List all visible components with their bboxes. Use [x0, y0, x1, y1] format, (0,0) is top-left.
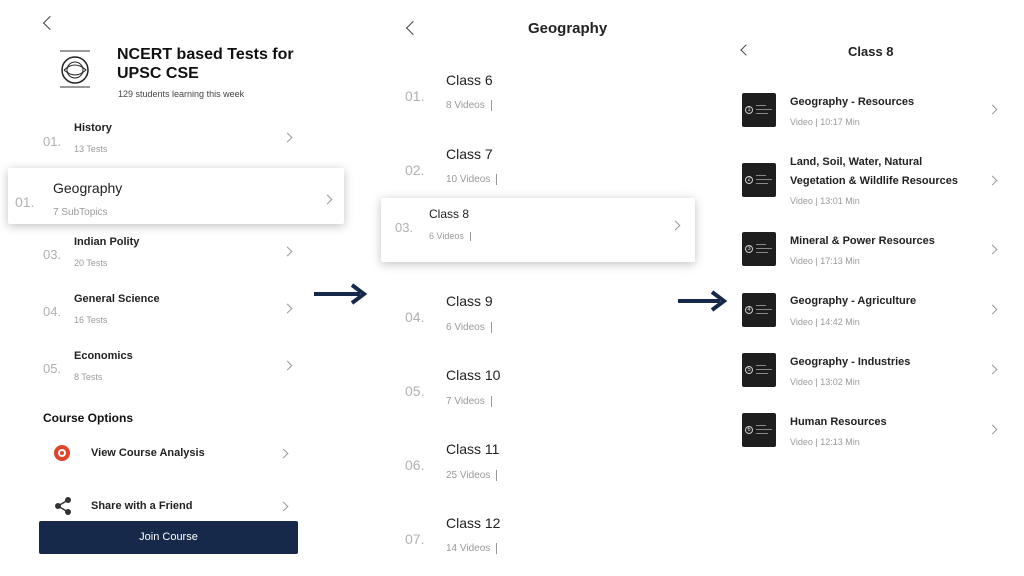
chevron-right-icon	[670, 220, 681, 231]
course-title: NCERT based Tests for UPSC CSE	[117, 45, 294, 83]
video-title: Human Resources	[790, 416, 887, 428]
subject-name: Indian Polity	[74, 236, 140, 248]
view-analysis-label: View Course Analysis	[91, 447, 205, 459]
back-arrow-icon[interactable]	[740, 44, 752, 56]
class-meta: 8 Videos	[446, 100, 485, 112]
video-thumbnail: 6	[742, 413, 776, 447]
video-thumbnail: 1	[742, 93, 776, 127]
class-name: Class 10	[446, 367, 501, 383]
chevron-right-icon	[322, 194, 333, 205]
page-title: Class 8	[848, 44, 894, 59]
flow-arrow-icon	[314, 283, 368, 305]
row-number: 05.	[405, 383, 425, 399]
chevron-right-icon	[987, 424, 998, 435]
video-title: Geography - Agriculture	[790, 295, 917, 307]
row-number: 07.	[405, 531, 425, 547]
course-logo	[60, 50, 90, 88]
row-number: 02.	[405, 162, 425, 178]
subject-meta: 7 SubTopics	[53, 207, 108, 218]
chevron-right-icon	[987, 244, 998, 255]
share-icon	[55, 497, 71, 515]
video-title: Land, Soil, Water, Natural	[790, 156, 923, 168]
row-number: 01.	[15, 194, 35, 210]
video-meta: Video | 10:17 Min	[790, 117, 860, 127]
video-title: Geography - Industries	[790, 356, 911, 368]
flow-arrow-icon	[678, 290, 728, 312]
video-index: 6	[745, 426, 753, 434]
share-label: Share with a Friend	[91, 500, 193, 512]
class-meta: 10 Videos	[446, 174, 491, 186]
class-name: Class 7	[446, 146, 493, 162]
class-meta: 7 Videos	[446, 396, 485, 408]
class-row-8[interactable]: 03. Class 8 6 Videos	[381, 198, 695, 262]
video-meta: Video | 13:02 Min	[790, 377, 860, 387]
video-index: 3	[745, 245, 753, 253]
row-number: 01.	[43, 134, 62, 149]
class-meta: 6 Videos	[446, 322, 485, 334]
class-name: Class 8	[429, 207, 470, 221]
chevron-right-icon	[987, 304, 998, 315]
chevron-right-icon	[987, 104, 998, 115]
join-course-button[interactable]: Join Course	[39, 521, 298, 554]
row-number: 01.	[405, 88, 425, 104]
back-arrow-icon[interactable]	[405, 20, 421, 36]
subject-meta: 8 Tests	[74, 372, 103, 382]
row-number: 06.	[405, 457, 425, 473]
course-title-line: UPSC CSE	[117, 65, 199, 82]
class-name: Class 9	[446, 293, 493, 309]
subject-meta: 16 Tests	[74, 315, 108, 325]
video-meta: Video | 13:01 Min	[790, 196, 860, 206]
analysis-icon	[54, 445, 70, 461]
video-thumbnail: 5	[742, 353, 776, 387]
class-meta: 6 Videos	[429, 231, 464, 241]
subject-meta: 13 Tests	[74, 144, 108, 154]
class-name: Class 11	[446, 441, 500, 457]
chevron-right-icon	[278, 448, 289, 459]
back-arrow-icon[interactable]	[42, 15, 58, 31]
chevron-right-icon	[282, 132, 293, 143]
class-name: Class 12	[446, 515, 501, 531]
subject-name: Geography	[53, 180, 123, 196]
row-number: 03.	[395, 220, 414, 235]
subject-meta: 20 Tests	[74, 258, 108, 268]
chevron-right-icon	[282, 303, 293, 314]
video-title: Geography - Resources	[790, 96, 915, 108]
video-index: 1	[745, 106, 753, 114]
row-number: 05.	[43, 361, 62, 376]
class-name: Class 6	[446, 72, 493, 88]
subject-name: General Science	[74, 293, 160, 305]
page-title: Geography	[528, 20, 608, 37]
row-number: 04.	[405, 309, 425, 325]
video-thumbnail: 2	[742, 163, 776, 197]
video-thumbnail: 3	[742, 232, 776, 266]
class-meta: 25 Videos	[446, 470, 491, 482]
video-meta: Video | 17:13 Min	[790, 256, 860, 266]
chevron-right-icon	[278, 501, 289, 512]
video-thumbnail: 4	[742, 293, 776, 327]
subject-row-geography[interactable]: 01. Geography 7 SubTopics	[8, 168, 344, 224]
course-options-heading: Course Options	[43, 411, 134, 425]
subject-name: Economics	[74, 350, 133, 362]
video-index: 5	[745, 366, 753, 374]
video-title: Mineral & Power Resources	[790, 235, 935, 247]
video-index: 4	[745, 306, 753, 314]
chevron-right-icon	[987, 364, 998, 375]
chevron-right-icon	[282, 360, 293, 371]
row-number: 03.	[43, 247, 62, 262]
row-number: 04.	[43, 304, 62, 319]
chevron-right-icon	[282, 246, 293, 257]
class-meta: 14 Videos	[446, 543, 491, 555]
learners-count: 129 students learning this week	[118, 89, 245, 99]
video-title: Vegetation & Wildlife Resources	[790, 175, 958, 187]
subject-name: History	[74, 122, 112, 134]
video-meta: Video | 14:42 Min	[790, 317, 860, 327]
course-title-line: NCERT based Tests for	[117, 46, 294, 63]
chevron-right-icon	[987, 175, 998, 186]
video-index: 2	[745, 176, 753, 184]
video-meta: Video | 12:13 Min	[790, 437, 860, 447]
